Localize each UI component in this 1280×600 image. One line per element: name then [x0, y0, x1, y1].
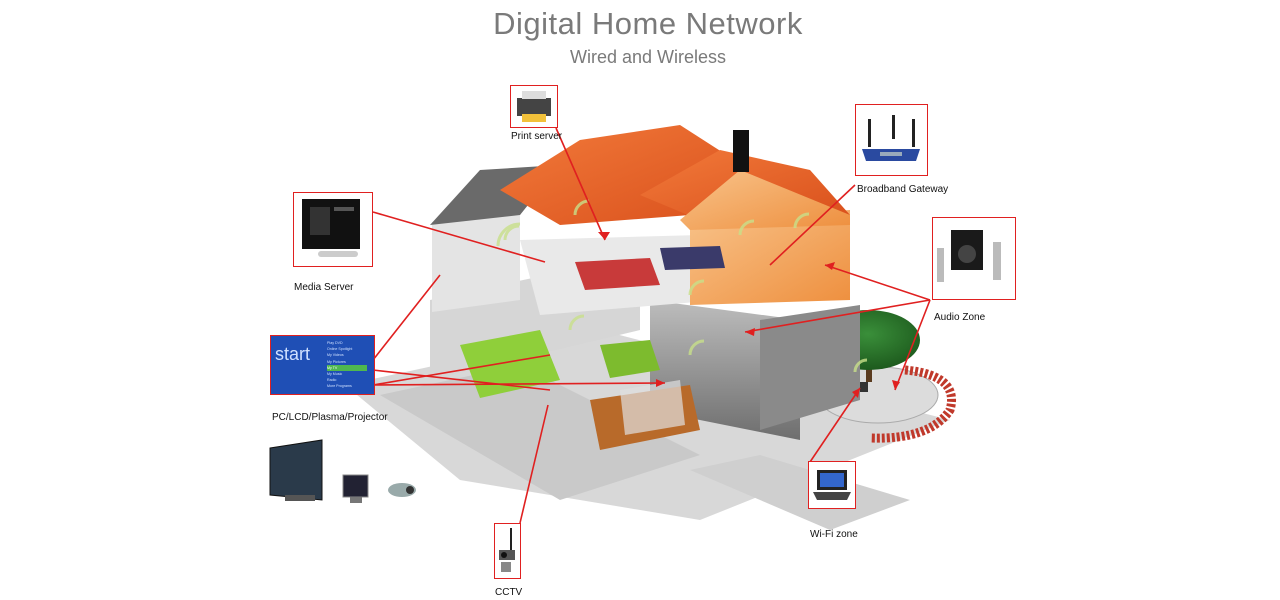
cctv-box	[494, 523, 521, 579]
lcd-tv	[269, 439, 323, 501]
right-wall-face	[760, 305, 860, 430]
bed-right	[660, 246, 725, 270]
menu-item: More Programs	[327, 384, 352, 389]
sofa-right	[600, 340, 660, 378]
page-title: Digital Home Network	[493, 6, 803, 41]
print-server-label: Print server	[511, 131, 563, 142]
bed	[575, 258, 660, 290]
media-server-box	[293, 192, 373, 267]
camera-icon	[499, 528, 515, 572]
menu-item: Online Spotlight	[327, 347, 353, 352]
media-center-menu: Play DVD Online Spotlight My Videos My P…	[327, 340, 367, 390]
menu-item: My Pictures	[327, 359, 346, 364]
upper-right-wall	[690, 210, 850, 305]
projector-lens	[406, 486, 414, 494]
glass-cube	[620, 380, 685, 435]
menu-item: My Videos	[327, 353, 344, 358]
print-server-box	[510, 85, 558, 128]
sofa-left	[460, 330, 560, 398]
router-icon	[862, 115, 920, 161]
menu-item: My Music	[327, 372, 343, 377]
pc-lcd-label: PC/LCD/Plasma/Projector	[272, 412, 388, 423]
laptop-icon	[813, 470, 851, 500]
media-server-icon	[302, 199, 360, 257]
monitor-stand	[350, 497, 362, 503]
cctv-label: CCTV	[495, 587, 523, 598]
wifi-signals	[496, 199, 868, 373]
media-center-logo: start	[275, 344, 311, 364]
connector-lines	[372, 127, 931, 524]
menu-item: Radio	[327, 378, 337, 383]
media-server-label: Media Server	[294, 282, 354, 293]
menu-item-selected: My TV	[327, 364, 367, 372]
chimney	[733, 130, 749, 172]
monitor	[342, 474, 369, 498]
printer-icon	[517, 91, 551, 122]
broadband-gateway-box	[855, 104, 928, 176]
menu-item: Play DVD	[327, 341, 343, 345]
driveway	[690, 455, 910, 530]
wifi-zone-label: Wi-Fi zone	[810, 529, 858, 540]
brick-path	[869, 365, 956, 443]
lcd-tv-stand	[285, 495, 315, 501]
audio-zone-label: Audio Zone	[934, 312, 986, 323]
broadband-gateway-label: Broadband Gateway	[857, 184, 949, 195]
connector-arrows	[598, 232, 900, 398]
upper-left-wall	[432, 210, 520, 312]
page-subtitle: Wired and Wireless	[569, 47, 727, 67]
pc-lcd-box: start Play DVD Online Spotlight My Video…	[270, 335, 375, 395]
audio-zone-box	[932, 217, 1016, 300]
ground-path	[380, 365, 700, 500]
speaker-icon	[937, 230, 1001, 282]
wifi-zone-box	[808, 461, 856, 509]
